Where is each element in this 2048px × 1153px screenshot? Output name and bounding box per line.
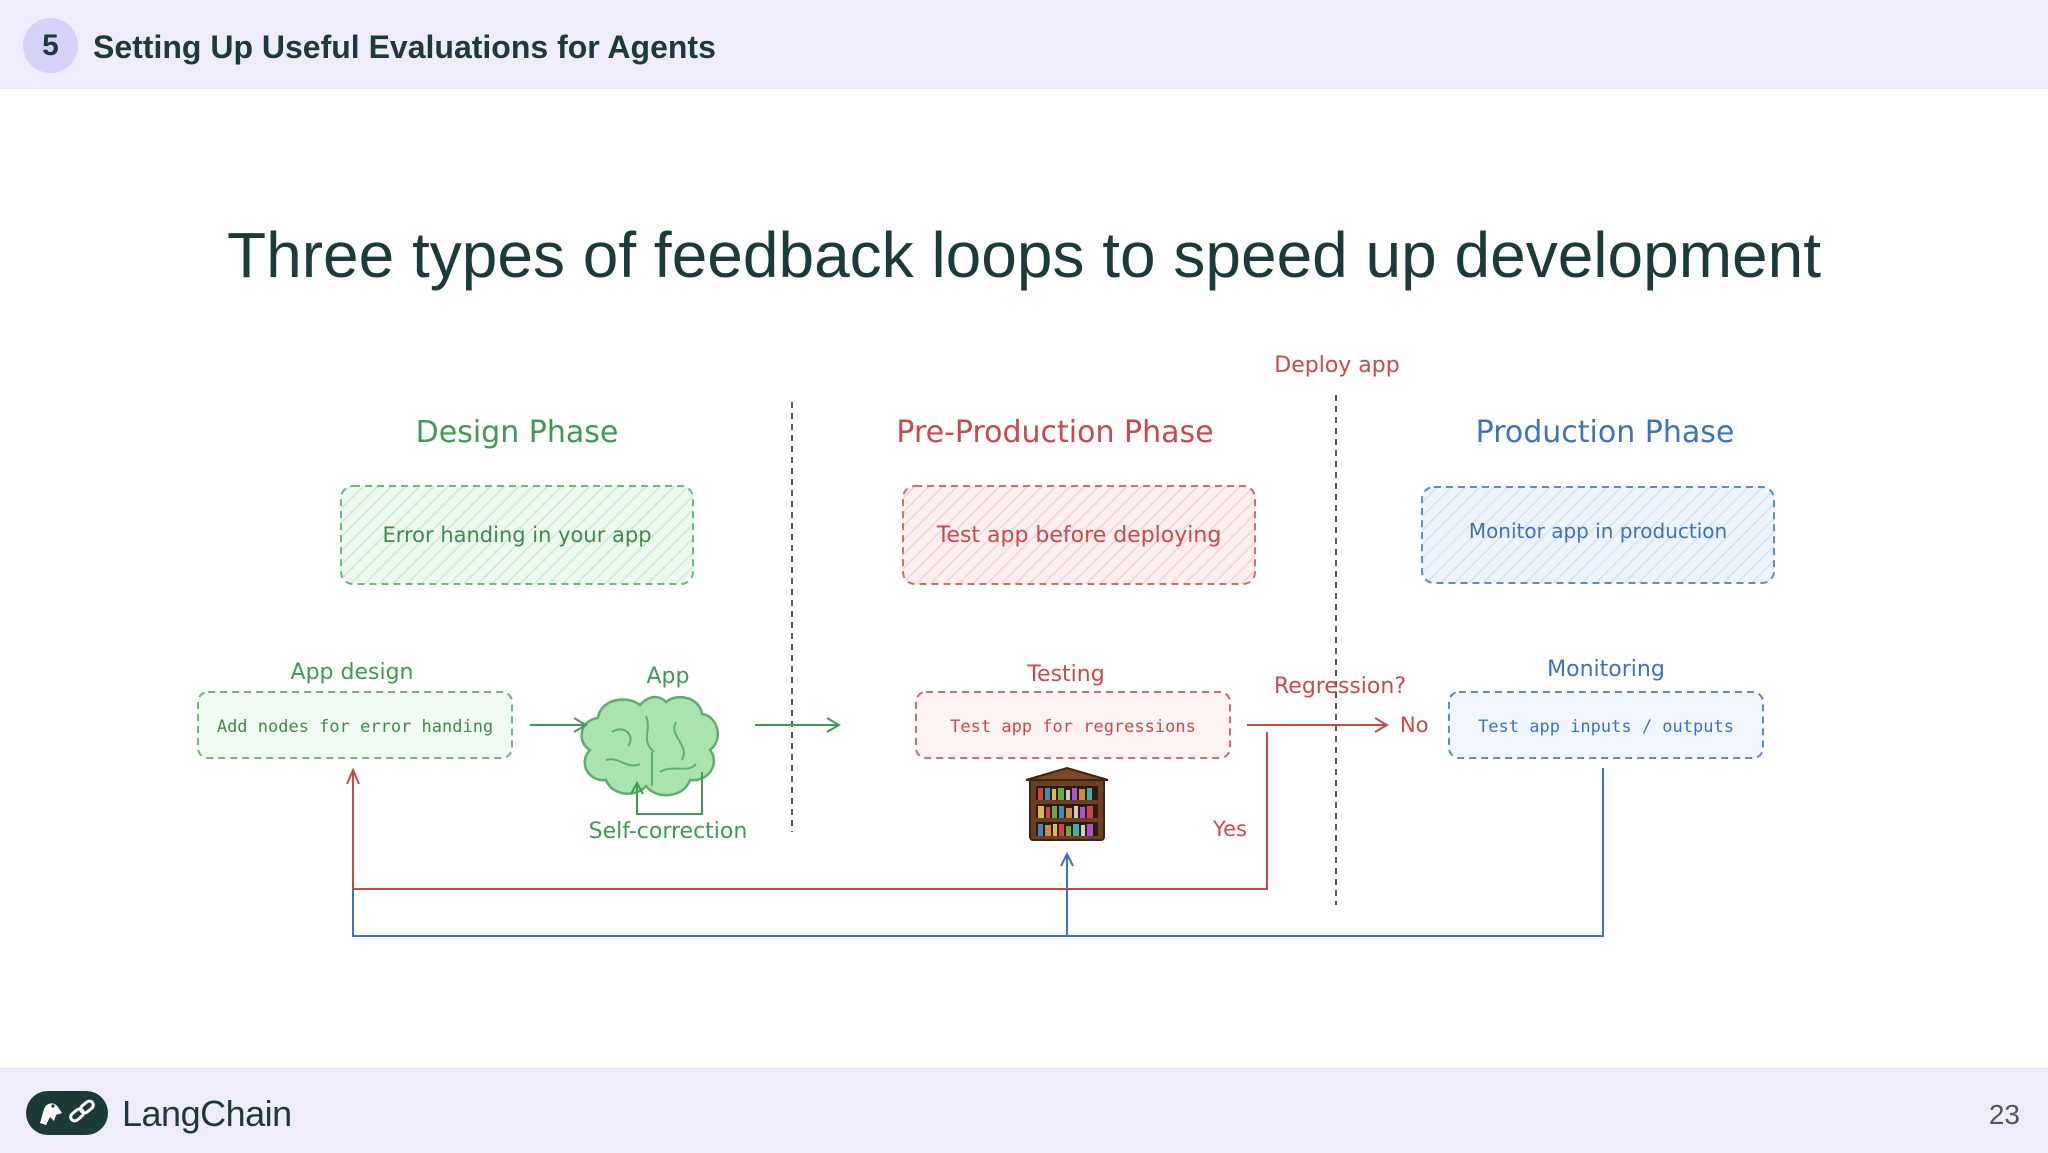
add-nodes-text: Add nodes for error handing bbox=[217, 717, 493, 737]
phase-title-prod: Production Phase bbox=[1476, 415, 1735, 450]
add-nodes-box: Add nodes for error handing bbox=[197, 691, 513, 759]
page-number: 23 bbox=[1988, 1099, 2020, 1130]
test-io-text: Test app inputs / outputs bbox=[1478, 717, 1734, 737]
brain-icon bbox=[580, 695, 720, 797]
regression-label: Regression? bbox=[1274, 674, 1406, 699]
prod-summary-box: Monitor app in production bbox=[1421, 486, 1775, 584]
parrot-link-icon bbox=[40, 1099, 95, 1125]
app-design-label: App design bbox=[291, 660, 414, 685]
self-correction-label: Self-correction bbox=[589, 819, 748, 844]
preprod-summary-box: Test app before deploying bbox=[902, 485, 1256, 585]
design-flow-arrows bbox=[530, 717, 841, 815]
phase-title-preprod: Pre-Production Phase bbox=[896, 415, 1213, 450]
preprod-summary-text: Test app before deploying bbox=[936, 523, 1222, 548]
bookshelf-icon bbox=[1025, 766, 1109, 841]
monitoring-label: Monitoring bbox=[1547, 657, 1665, 682]
design-summary-box: Error handing in your app bbox=[340, 485, 694, 585]
no-label: No bbox=[1400, 713, 1429, 737]
deploy-app-label: Deploy app bbox=[1274, 353, 1399, 378]
app-label: App bbox=[647, 664, 690, 689]
regression-feedback-arrows bbox=[346, 717, 1389, 890]
testing-label: Testing bbox=[1026, 662, 1104, 687]
phase-title-design: Design Phase bbox=[416, 415, 619, 450]
yes-label: Yes bbox=[1212, 817, 1247, 841]
brand-name: LangChain bbox=[122, 1093, 292, 1134]
slide-header: 5 Setting Up Useful Evaluations for Agen… bbox=[0, 0, 2048, 89]
test-regressions-box: Test app for regressions bbox=[915, 691, 1231, 759]
section-title: Setting Up Useful Evaluations for Agents bbox=[93, 29, 716, 65]
production-feedback-arrows bbox=[352, 768, 1604, 937]
prod-summary-text: Monitor app in production bbox=[1469, 519, 1727, 543]
slide-title: Three types of feedback loops to speed u… bbox=[227, 219, 1821, 291]
section-number-badge: 5 bbox=[23, 18, 78, 73]
design-summary-text: Error handing in your app bbox=[382, 523, 651, 547]
test-regressions-text: Test app for regressions bbox=[950, 717, 1196, 737]
slide-footer: LangChain 23 bbox=[0, 1068, 2048, 1153]
langchain-logo bbox=[26, 1091, 108, 1135]
test-io-box: Test app inputs / outputs bbox=[1448, 691, 1764, 759]
